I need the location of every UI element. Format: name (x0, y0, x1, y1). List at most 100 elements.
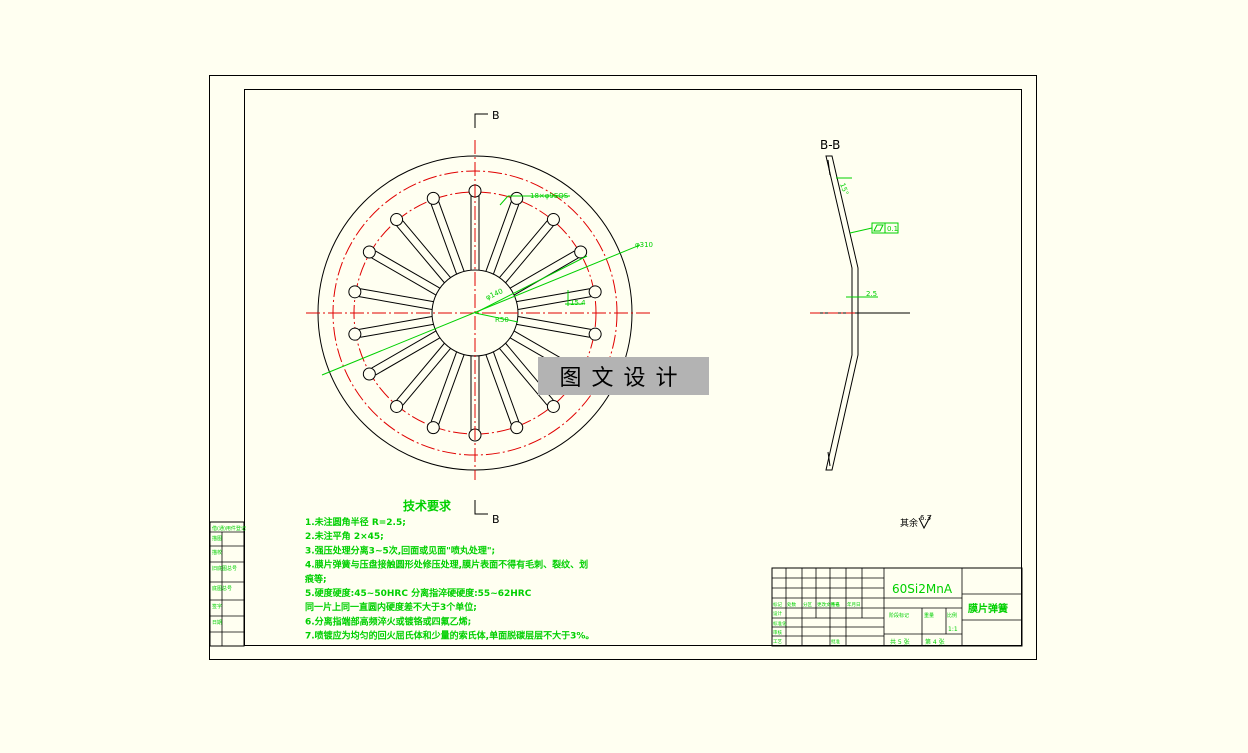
side-stamp-label: 签字 (212, 603, 222, 610)
side-stamp-label: 旧底图总号 (212, 565, 237, 572)
flatness-value: 0.1 (887, 225, 898, 233)
finger-slot-edge (360, 323, 434, 338)
side-stamp-label: 描图 (212, 535, 222, 542)
finger-slot-edge (517, 316, 592, 330)
front-view: 18×φ9EQS φ310 φ140 R50 15.4 (306, 140, 653, 480)
finger-slot-edge (430, 204, 458, 275)
side-stamp-label: 描校 (212, 549, 222, 556)
dim-thickness-text: 2.5 (866, 290, 877, 298)
finger-slot-edge (516, 323, 590, 338)
finger-hole (390, 399, 404, 413)
title-block-row-label: 批准 (831, 638, 840, 645)
finger-slot-edge (492, 204, 520, 275)
dim-line-d140 (474, 255, 588, 314)
finger-hole (362, 367, 376, 381)
finger-slot-edge (492, 351, 520, 422)
section-hatch-top (827, 159, 831, 176)
tech-requirement-line: 6.分离指端部高频淬火或镀铬或四氟乙烯; (305, 615, 471, 627)
weight-label: 重量 (924, 612, 934, 619)
title-block-row-label: 工艺 (773, 639, 782, 645)
dim-d310-text: φ310 (635, 241, 653, 249)
watermark: 图文设计 (538, 357, 709, 395)
finger-hole (588, 285, 602, 299)
tech-requirement-line: 3.强压处理分离3~5次,回面或见面"喷丸处理"; (305, 544, 495, 556)
dim-r50-text: R50 (495, 316, 509, 324)
svg-text:B: B (492, 513, 500, 526)
side-stamp-label: 底图总号 (212, 585, 232, 592)
finger-hole (588, 327, 602, 341)
title-block-header-cell: 更改文件号 (817, 601, 840, 608)
title-block-header-cell: 签名 (831, 601, 840, 608)
part-name-text: 膜片弹簧 (968, 602, 1008, 615)
finger-hole (426, 191, 440, 205)
finger-slot-edge (358, 296, 433, 310)
title-block-row-label: 设计 (773, 610, 782, 617)
finger-slot-edge (499, 348, 548, 406)
finger-slot-edge (402, 348, 451, 406)
sheets-total-text: 共 5 张 (890, 638, 910, 646)
finger-slot-edge (358, 316, 433, 330)
finger-slot-edge (517, 296, 592, 310)
title-block-row-label: 审核 (773, 629, 782, 636)
scale-text: 1:1 (948, 626, 958, 633)
tech-requirement-line: 2.未注平角 2×45; (305, 530, 384, 542)
sheet-no-text: 第 4 张 (925, 638, 945, 646)
finger-slot-edge (375, 337, 441, 376)
roughness-note: 其余 6.3 (900, 514, 932, 530)
finger-hole (546, 213, 560, 227)
dim-holes-text: 18×φ9EQS (530, 192, 569, 200)
material-text: 60Si2MnA (892, 582, 953, 596)
inner-frame (244, 89, 1022, 646)
outer-frame (209, 75, 1037, 660)
title-block: 60Si2MnA 膜片弹簧 1:1 共 5 张 第 4 张 阶段标记 重量 比例… (771, 567, 1023, 647)
side-stamp-label: 借(通)用件登记 (212, 525, 246, 532)
finger-slot-edge (396, 225, 445, 283)
finger-hole (546, 399, 560, 413)
finger-slot-edge (509, 250, 575, 289)
finger-slot-edge (438, 354, 465, 425)
side-stamp-label: 日期 (212, 620, 222, 626)
tech-requirement-line: 4.膜片弹簧与压盘接触圆形处修压处理,膜片表面不得有毛刺、裂纹、划 (305, 559, 588, 571)
finger-slot-edge (505, 225, 554, 283)
finger-hole (348, 327, 362, 341)
cut-mark-bottom: B (474, 500, 500, 526)
dim-angle-text: 15° (838, 182, 850, 196)
finger-slot-edge (402, 220, 451, 278)
finger-slot-edge (396, 343, 445, 401)
finger-hole (390, 213, 404, 227)
finger-slot-edge (430, 351, 458, 422)
section-view: B-B 15° 0.1 2.5 (810, 138, 910, 471)
flatness-icon (873, 224, 884, 232)
finger-slot-edge (371, 330, 437, 369)
stage-label: 阶段标记 (889, 612, 909, 619)
finger-slot-edge (360, 288, 434, 303)
dim-line-r50 (474, 312, 519, 323)
finger-hole (510, 421, 524, 435)
finger-slot-edge (485, 201, 512, 272)
tech-requirement-line: 7.喷镀应为均匀的回火屈氏体和少量的索氏体,单面脱碳层层不大于3%。 (305, 630, 594, 642)
tech-requirement-line: 5.硬度硬度:45~50HRC 分离指淬硬硬度:55~62HRC (305, 587, 532, 599)
roughness-icon (918, 514, 932, 530)
svg-text:B: B (492, 109, 500, 122)
finger-hole (426, 421, 440, 435)
dim-leader-holes-tail (499, 195, 509, 206)
title-block-header-cell: 分区 (803, 601, 812, 608)
title-block-header-cell: 年月日 (847, 601, 861, 608)
finger-slot-edge (375, 250, 441, 289)
finger-slot-edge (371, 257, 437, 296)
svg-text:其余: 其余 (900, 517, 918, 529)
title-block-header-cell: 标记 (773, 601, 782, 608)
cut-mark-top: B (474, 109, 500, 128)
dim-slot-text: 15.4 (570, 299, 586, 307)
finger-slot-edge (438, 201, 465, 272)
title-block-header-cell: 处数 (787, 601, 796, 608)
tech-title: 技术要求 (403, 498, 452, 513)
tech-requirements: 技术要求 1.未注圆角半径 R=2.5;2.未注平角 2×45;3.强压处理分离… (304, 498, 594, 642)
finger-hole (574, 245, 588, 259)
svg-text:6.3: 6.3 (920, 514, 931, 522)
section-hatch-bottom (827, 451, 831, 467)
tech-requirement-line: 痕等; (304, 573, 327, 585)
finger-hole (362, 245, 376, 259)
